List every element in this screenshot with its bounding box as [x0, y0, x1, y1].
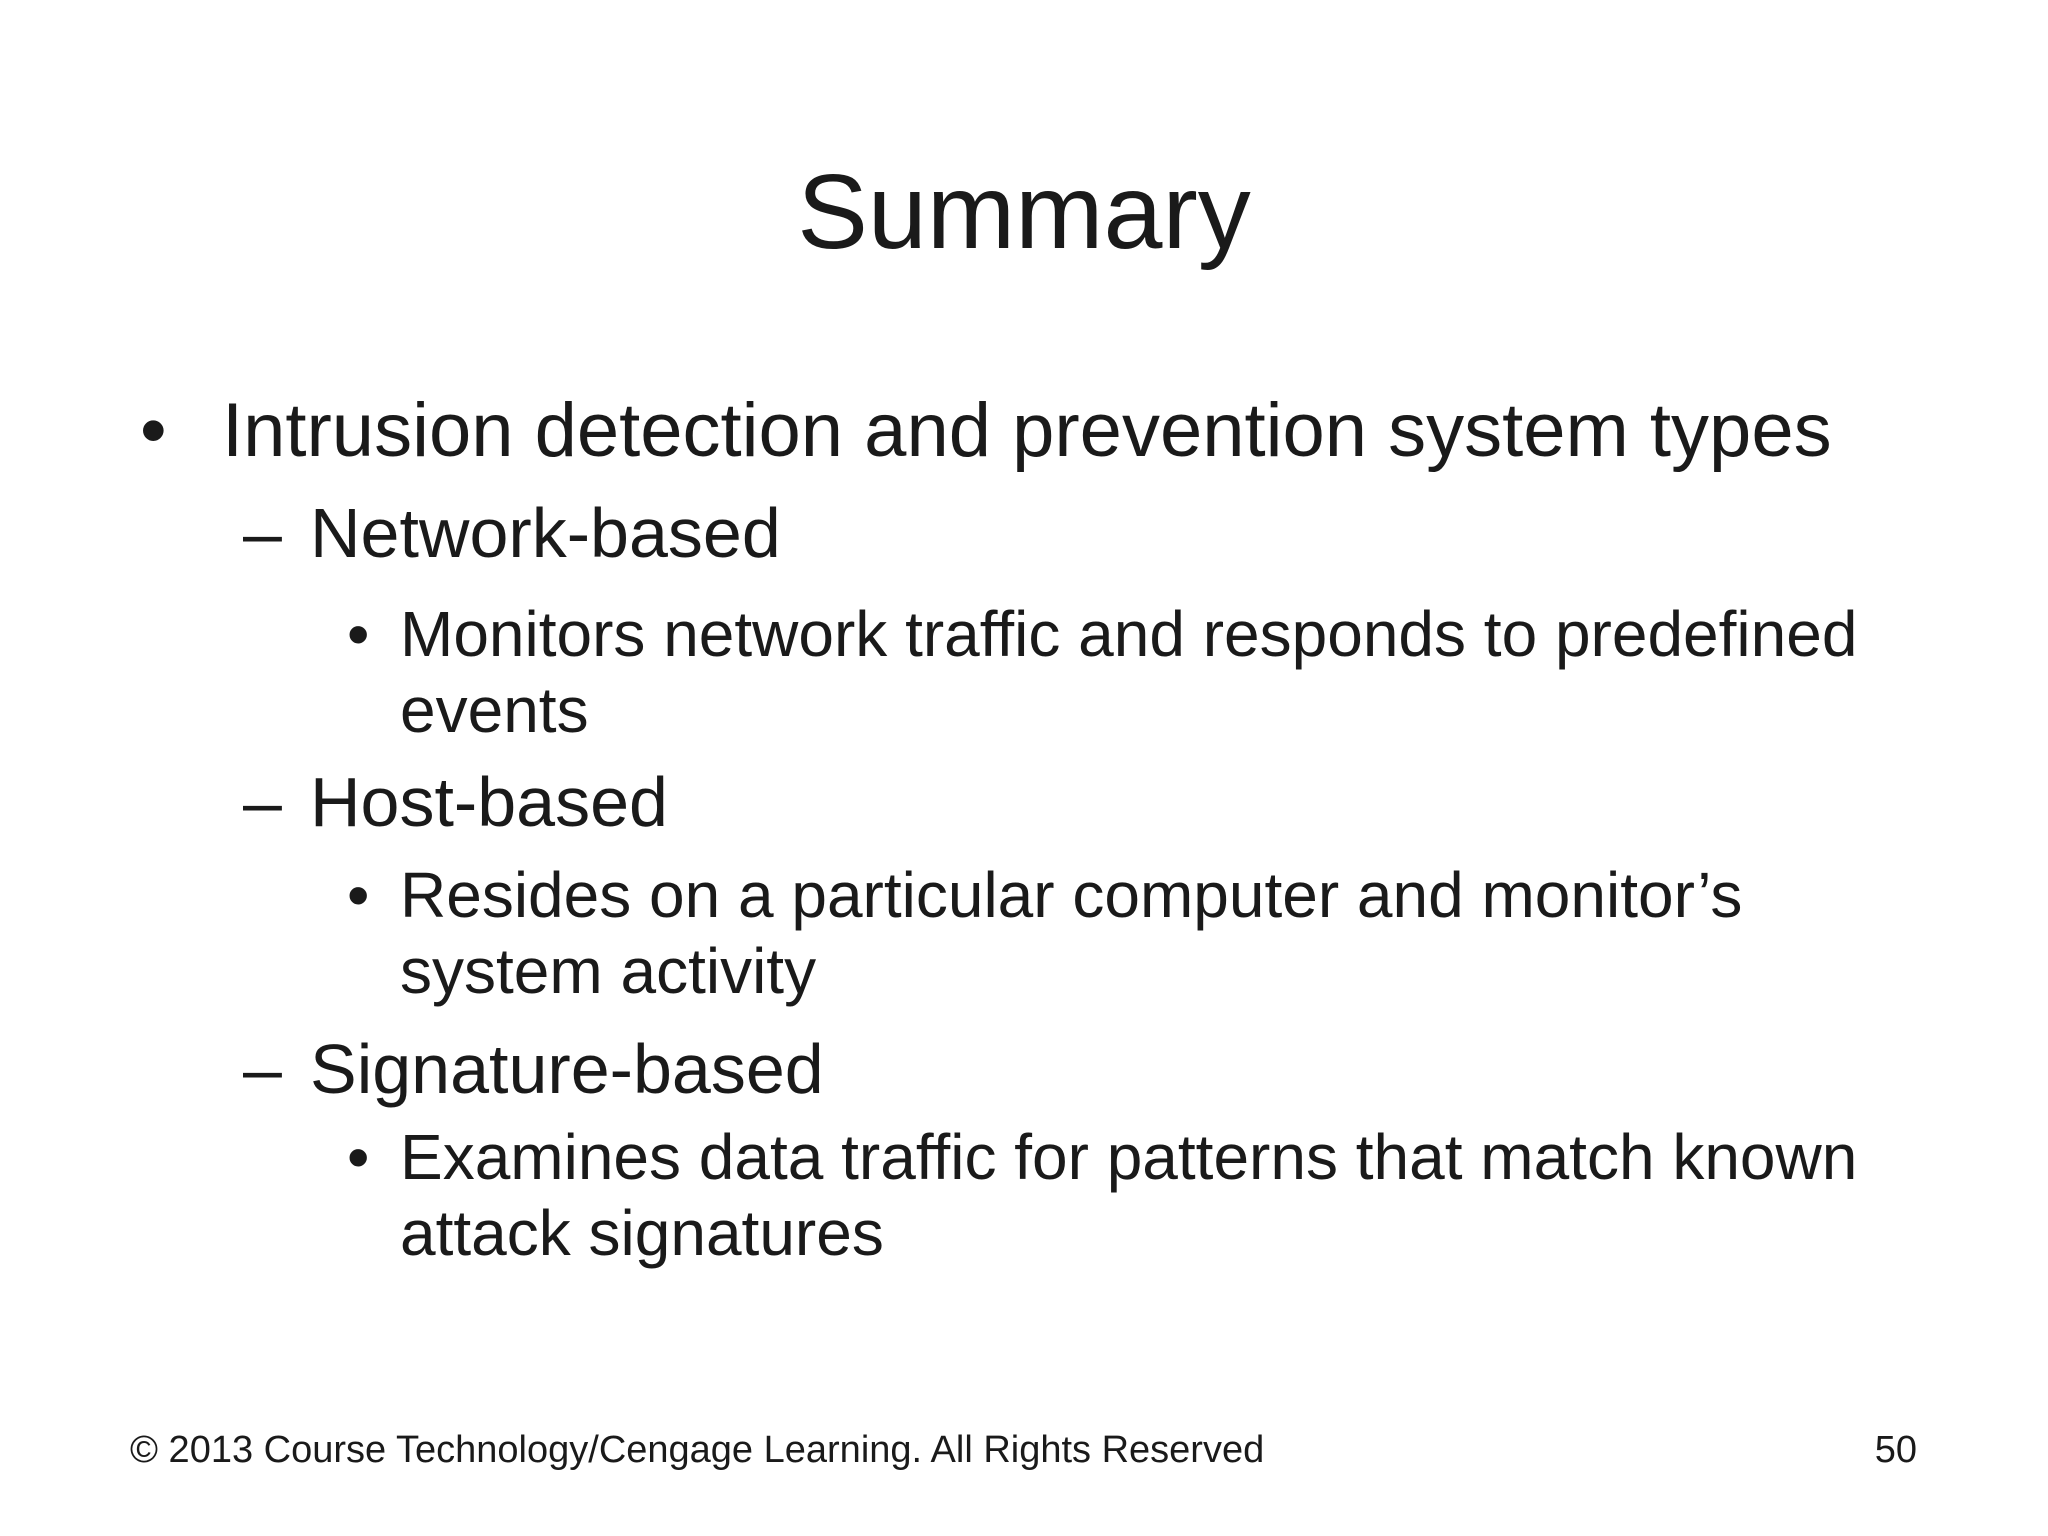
bullet-text: Network-based	[310, 494, 781, 572]
bullet-item: • Examines data traffic for patterns that…	[347, 1119, 1857, 1271]
dash-marker: –	[243, 763, 282, 841]
bullet-marker: •	[347, 1121, 370, 1193]
bullet-text: Host-based	[310, 763, 668, 841]
bullet-text: Signature-based	[310, 1030, 824, 1108]
bullet-marker: •	[140, 388, 167, 473]
dash-marker: –	[243, 1030, 282, 1108]
bullet-item: • Intrusion detection and prevention syst…	[140, 383, 1832, 478]
slide-title: Summary	[797, 153, 1251, 271]
bullet-text: Resides on a particular computer and mon…	[400, 859, 1743, 1007]
bullet-marker: •	[347, 598, 370, 670]
copyright-text: © 2013 Course Technology/Cengage Learnin…	[130, 1429, 1265, 1471]
bullet-item: –Signature-based	[243, 1024, 824, 1115]
dash-marker: –	[243, 494, 282, 572]
bullet-item: • Monitors network traffic and responds t…	[347, 596, 1857, 748]
bullet-item: • Resides on a particular computer and mo…	[347, 857, 1742, 1009]
bullet-marker: •	[347, 859, 370, 931]
bullet-text: Monitors network traffic and responds to…	[400, 598, 1858, 746]
bullet-text: Intrusion detection and prevention syste…	[222, 388, 1832, 473]
page-number: 50	[1874, 1429, 1917, 1471]
bullet-item: –Network-based	[243, 488, 781, 579]
bullet-text: Examines data traffic for patterns that …	[400, 1121, 1858, 1269]
bullet-item: –Host-based	[243, 757, 668, 848]
